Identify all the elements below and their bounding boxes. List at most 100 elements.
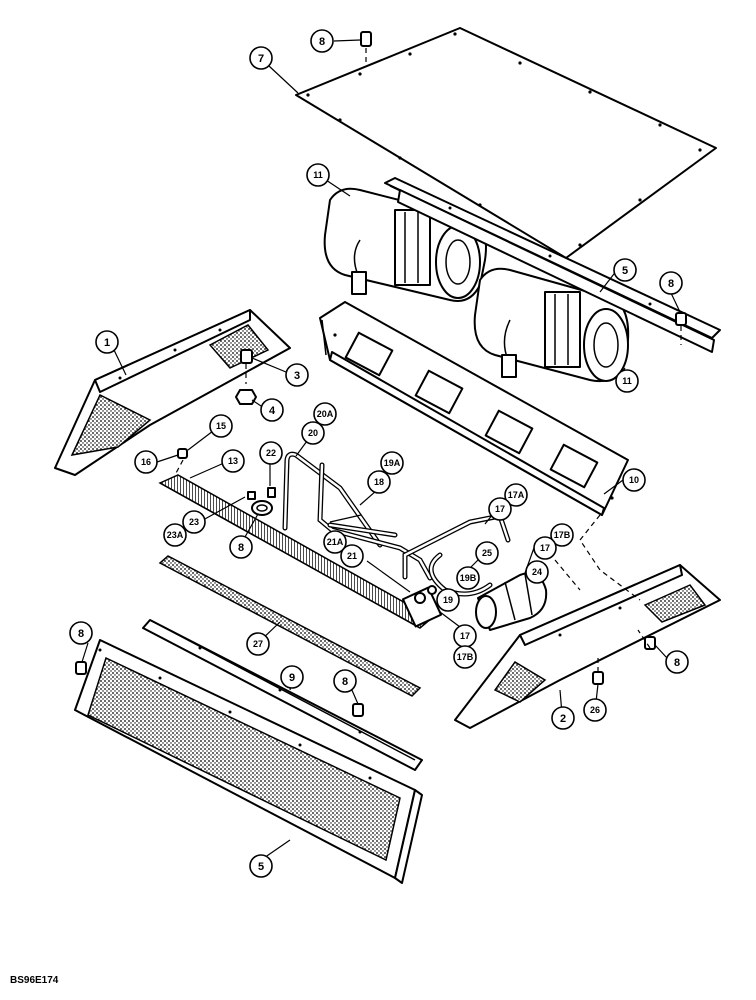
callout-8-left: 8	[69, 621, 93, 645]
coil-clip	[174, 448, 188, 476]
callout-19: 19	[436, 588, 460, 612]
callout-11-right: 11	[615, 369, 639, 393]
svg-text:18: 18	[374, 477, 384, 487]
callout-15: 16	[134, 450, 158, 474]
svg-text:11: 11	[622, 376, 632, 386]
svg-text:5: 5	[622, 265, 628, 277]
svg-text:8: 8	[668, 278, 674, 290]
svg-text:19B: 19B	[460, 573, 477, 583]
side-bracket-right	[454, 564, 721, 729]
callout-18: 18	[367, 470, 391, 494]
filter-grille	[74, 639, 423, 884]
heater-coil	[158, 474, 434, 629]
blower-mounting-panel	[319, 301, 629, 516]
callout-21a: 21A	[323, 530, 347, 554]
svg-text:23: 23	[189, 517, 199, 527]
callout-3: 3	[285, 363, 309, 387]
callout-8-mid: 8	[333, 669, 357, 693]
svg-text:17: 17	[460, 631, 470, 641]
svg-text:5: 5	[258, 861, 264, 873]
side-bracket-left	[54, 309, 291, 476]
callout-20a: 20A	[313, 402, 337, 426]
callout-4: 4	[260, 398, 284, 422]
foam-seal-strip	[158, 555, 422, 697]
bolt-right-bracket	[637, 629, 656, 650]
svg-text:4: 4	[269, 405, 276, 417]
svg-text:17A: 17A	[508, 490, 525, 500]
callout-22: 22	[259, 441, 283, 465]
callout-24: 24	[525, 560, 549, 584]
callout-17b-bottom: 17B	[453, 645, 477, 669]
svg-text:16: 16	[141, 457, 151, 467]
grommet	[251, 500, 273, 516]
callout-7: 8	[229, 535, 253, 559]
svg-text:24: 24	[532, 567, 542, 577]
svg-text:7: 7	[258, 53, 264, 65]
callout-11-top: 11	[306, 163, 330, 187]
callout-8-right: 8	[665, 650, 689, 674]
svg-text:20: 20	[308, 428, 318, 438]
nut-left-bracket	[235, 389, 257, 405]
valve-assembly	[401, 585, 443, 628]
svg-text:9: 9	[289, 672, 295, 684]
svg-text:20A: 20A	[317, 409, 334, 419]
svg-text:11: 11	[313, 170, 323, 180]
svg-text:8: 8	[238, 542, 244, 554]
callout-27: 27	[246, 632, 270, 656]
callout-25: 25	[475, 541, 499, 565]
callout-17b-top: 17B	[550, 523, 574, 547]
callout-17-bottom: 17	[453, 624, 477, 648]
callout-17-top: 17	[533, 536, 557, 560]
callout-13: 13	[221, 449, 245, 473]
bolt-angle-strip	[675, 312, 687, 345]
svg-text:21: 21	[347, 551, 357, 561]
callout-19b: 19B	[456, 566, 480, 590]
svg-text:23A: 23A	[167, 530, 184, 540]
callout-1: 1	[95, 330, 119, 354]
blower-right	[473, 267, 630, 383]
filter-retainer-strip	[142, 619, 423, 771]
angle-strip-upper	[384, 177, 721, 353]
svg-text:19: 19	[443, 595, 453, 605]
callout-8-right-top: 8	[659, 271, 683, 295]
connection-line	[554, 559, 581, 591]
callout-26: 26	[583, 698, 607, 722]
svg-text:1: 1	[104, 337, 110, 349]
svg-text:3: 3	[294, 370, 300, 382]
svg-text:17: 17	[495, 504, 505, 514]
callout-23: 23	[182, 510, 206, 534]
tube-assembly	[282, 451, 511, 581]
fitting-small	[247, 487, 276, 500]
connection-line	[579, 514, 641, 601]
callout-5-lower: 5	[249, 854, 273, 878]
callout-23a: 23A	[163, 523, 187, 547]
svg-text:26: 26	[590, 705, 600, 715]
svg-text:17: 17	[540, 543, 550, 553]
svg-text:10: 10	[629, 475, 639, 485]
bolt-grille-left	[75, 661, 87, 675]
svg-text:8: 8	[78, 628, 84, 640]
top-cover-plate	[295, 27, 717, 259]
svg-text:21A: 21A	[327, 537, 344, 547]
svg-text:8: 8	[319, 36, 325, 48]
bolt-left-bracket	[240, 349, 253, 384]
svg-text:25: 25	[482, 548, 492, 558]
callout-6: 7	[249, 46, 273, 70]
svg-text:17B: 17B	[554, 530, 571, 540]
callout-20: 20	[301, 421, 325, 445]
svg-text:22: 22	[266, 448, 276, 458]
bolt-grille-mid	[352, 703, 364, 717]
svg-text:8: 8	[674, 657, 680, 669]
svg-text:8: 8	[342, 676, 348, 688]
callout-21: 21	[340, 544, 364, 568]
callout-10: 10	[622, 468, 646, 492]
svg-text:13: 13	[228, 456, 238, 466]
callout-19a: 19A	[380, 451, 404, 475]
callout-2: 2	[551, 706, 575, 730]
figure-id: BS96E174	[10, 975, 59, 986]
svg-text:19A: 19A	[384, 458, 401, 468]
callout-8-top: 8	[310, 29, 334, 53]
svg-text:17B: 17B	[457, 652, 474, 662]
callout-5-upper: 5	[613, 258, 637, 282]
